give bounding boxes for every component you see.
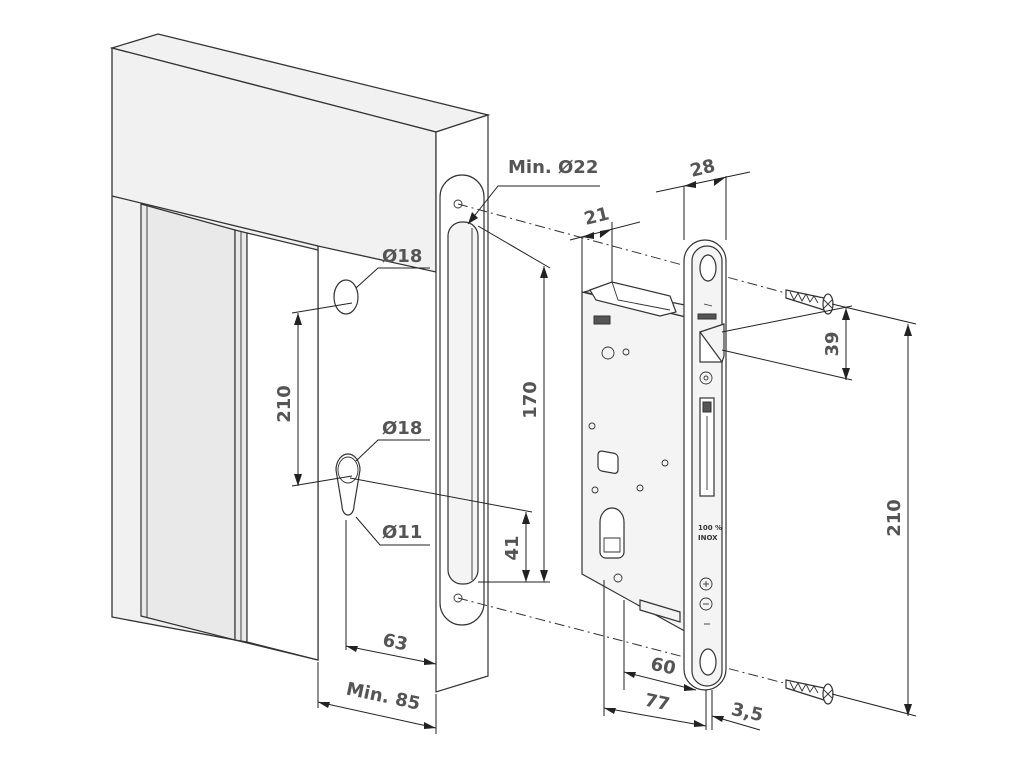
- faceplate: 100 % INOX: [683, 239, 727, 691]
- label-77: 77: [643, 690, 672, 716]
- screw-bottom: [785, 679, 834, 705]
- dimension-lines-right: [569, 171, 917, 731]
- centerlines: [457, 203, 827, 695]
- label-210-left: 210: [274, 385, 295, 423]
- label-60: 60: [649, 654, 678, 680]
- hole-diam-18-top: [333, 279, 359, 315]
- label-min-85: Min. 85: [344, 679, 422, 715]
- gate-post: [109, 33, 491, 693]
- screw-top: [785, 289, 834, 315]
- faceplate-text-1: 100 %: [698, 524, 722, 532]
- label-63: 63: [381, 630, 410, 656]
- label-39: 39: [822, 331, 843, 356]
- label-diam-18-top: Ø18: [382, 246, 422, 267]
- hole-diam-18-bottom: [335, 453, 361, 516]
- label-diam-11: Ø11: [382, 522, 422, 543]
- label-170: 170: [520, 381, 541, 419]
- label-210-right: 210: [884, 499, 905, 537]
- label-41: 41: [502, 535, 523, 560]
- dimension-lines-left: [291, 185, 600, 734]
- label-21: 21: [582, 203, 611, 229]
- faceplate-text-2: INOX: [698, 534, 718, 542]
- cylinder-cutout: [599, 507, 625, 559]
- label-min-diam-22: Min. Ø22: [508, 157, 598, 178]
- gate-stile-right: [246, 232, 319, 661]
- label-diam-18-bottom: Ø18: [382, 418, 422, 439]
- gate-stile-left: [140, 203, 236, 641]
- mortise-slot: [439, 174, 485, 626]
- lock-body: [581, 281, 691, 636]
- label-28: 28: [688, 155, 717, 181]
